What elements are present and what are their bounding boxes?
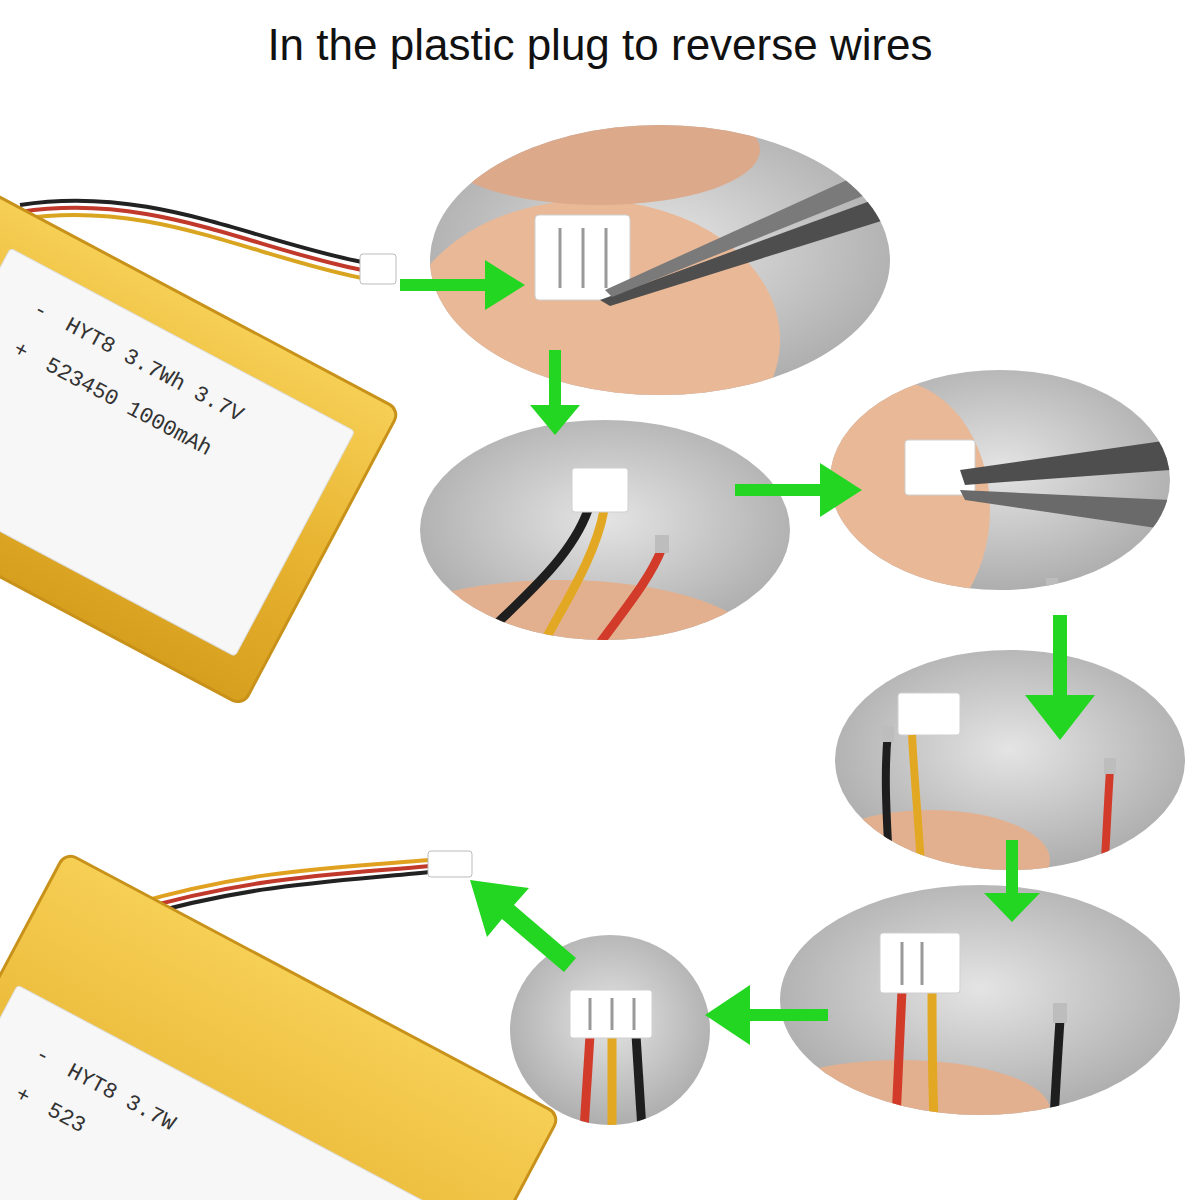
battery-body [0, 147, 400, 706]
plug [898, 693, 960, 735]
photo-step [360, 420, 790, 720]
battery-sticker [0, 248, 355, 656]
battery-body [0, 852, 560, 1200]
plug [428, 851, 472, 877]
tweezers [600, 190, 900, 306]
photo-step [810, 650, 1185, 910]
photo-step [790, 370, 1170, 640]
step-arrow [705, 985, 828, 1045]
step-arrow [984, 840, 1040, 922]
tweezers [605, 165, 890, 297]
plug [572, 468, 628, 512]
plug [880, 933, 960, 993]
step-arrows [400, 260, 1095, 1045]
battery-sticker [0, 985, 459, 1200]
step-arrow [735, 463, 862, 517]
finger [440, 95, 760, 205]
plug [360, 254, 396, 284]
step-arrow [470, 880, 576, 972]
battery-bottom [0, 851, 560, 1200]
battery-top [0, 147, 400, 706]
photo-step [750, 885, 1180, 1160]
photo-step [400, 95, 900, 480]
step-arrow [400, 260, 525, 310]
title: In the plastic plug to reverse wires [0, 20, 1200, 70]
step-arrow [530, 350, 580, 435]
step-arrow [1025, 615, 1095, 740]
pliers [960, 440, 1170, 485]
plug [905, 440, 975, 495]
plug [570, 990, 652, 1038]
pliers [960, 490, 1170, 530]
photo-step [510, 935, 710, 1130]
